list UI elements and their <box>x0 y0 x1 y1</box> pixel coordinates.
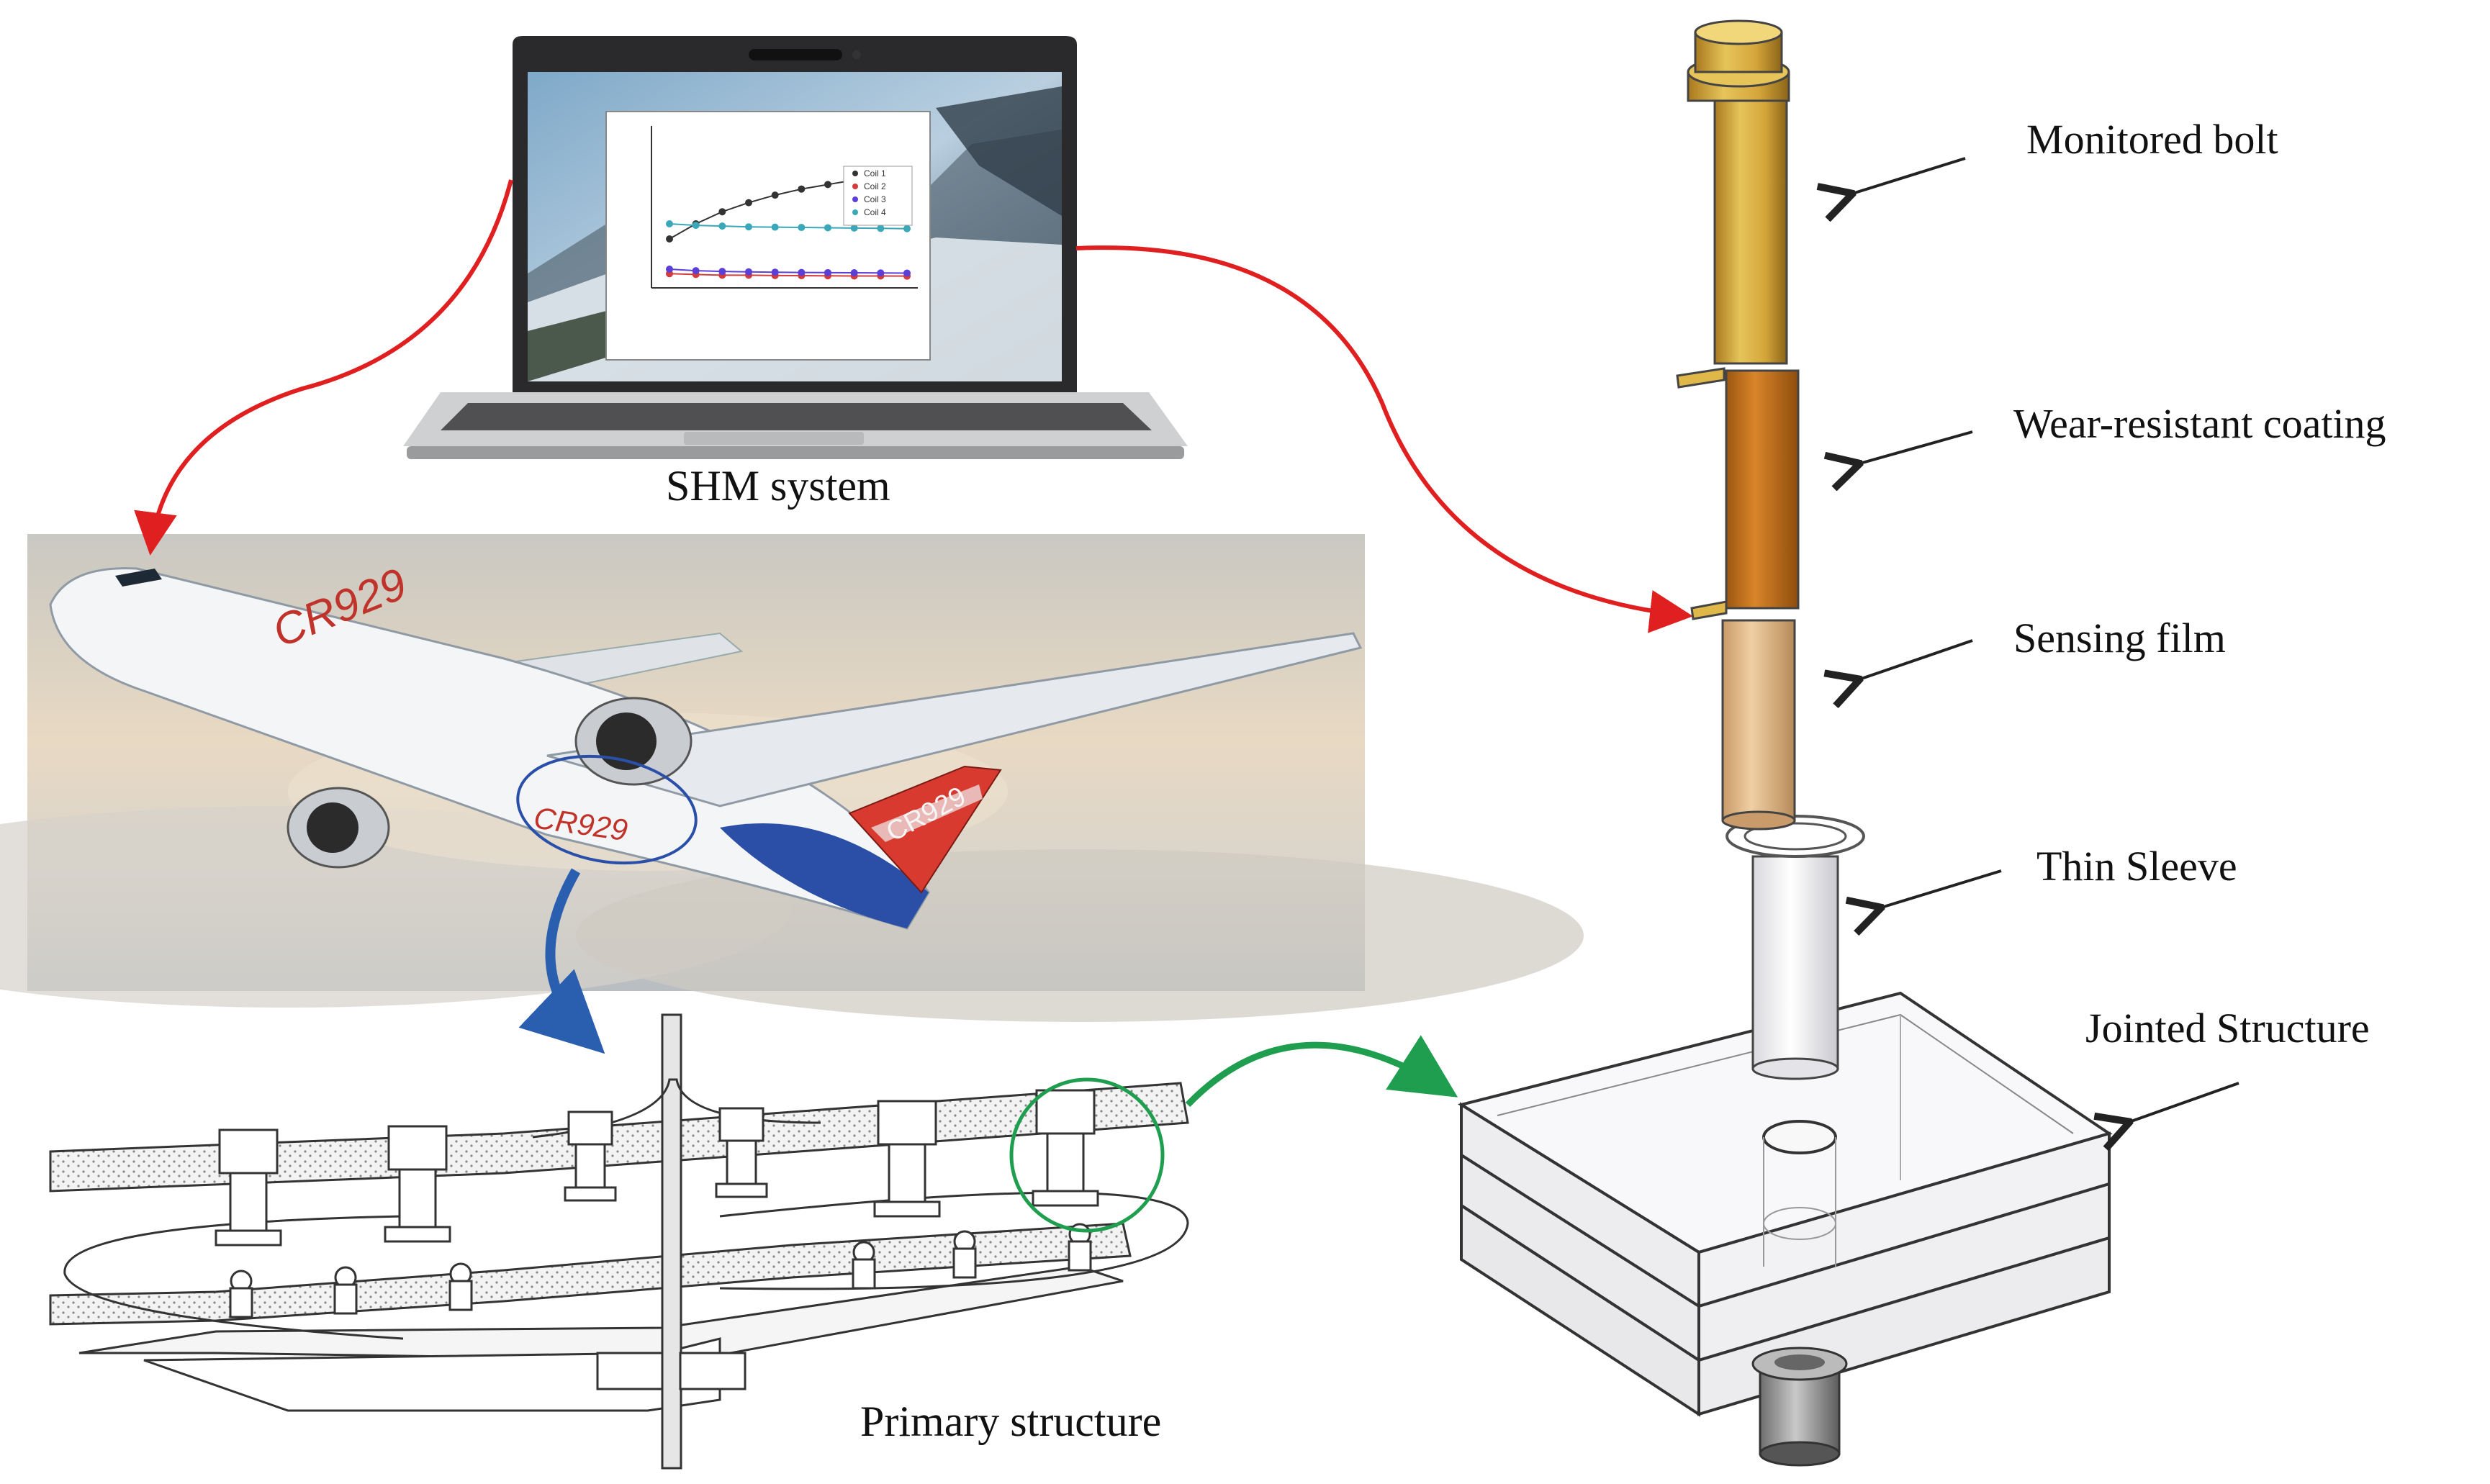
series-point-4-3 <box>718 222 726 230</box>
series-point-3-4 <box>745 268 752 276</box>
legend-label-4: Coil 4 <box>864 207 886 217</box>
series-point-4-5 <box>771 223 779 231</box>
primary-structure-caption: Primary structure <box>860 1398 1161 1445</box>
series-point-3-3 <box>718 268 726 276</box>
label-wear-resistant-coating: Wear-resistant coating <box>2013 400 2386 447</box>
series-point-4-4 <box>745 223 752 231</box>
legend-label-2: Coil 2 <box>864 181 886 191</box>
red-arrow-to-aircraft <box>134 179 513 556</box>
bolt-illustration <box>1676 19 1865 1080</box>
legend-marker-4 <box>852 209 858 215</box>
series-point-3-9 <box>877 269 885 277</box>
series-point-3-2 <box>692 267 700 275</box>
series-point-1-6 <box>798 185 806 193</box>
label-monitored-bolt: Monitored bolt <box>2026 116 2278 163</box>
series-point-4-7 <box>824 224 831 232</box>
screen-line-chart: Coil 1 Coil 2 Coil 3 Coil 4 <box>605 111 931 361</box>
series-point-1-1 <box>666 235 673 243</box>
label-jointed-structure: Jointed Structure <box>2085 1005 2370 1051</box>
nut-illustration <box>1751 1347 1848 1467</box>
series-point-3-7 <box>824 268 831 276</box>
series-point-3-8 <box>850 269 858 277</box>
legend-marker-3 <box>852 196 858 202</box>
series-point-4-2 <box>692 222 700 230</box>
label-thin-sleeve: Thin Sleeve <box>2036 843 2237 890</box>
wing-root-highlight <box>516 754 698 865</box>
wing-joint-illustration <box>49 1013 1189 1470</box>
series-line-4 <box>669 223 908 230</box>
legend-label-3: Coil 3 <box>864 194 886 204</box>
shm-system-caption: SHM system <box>666 462 890 510</box>
series-point-4-9 <box>877 225 885 232</box>
legend-label-1: Coil 1 <box>864 168 886 178</box>
pointer-sensing-film <box>1857 639 1973 680</box>
series-point-4-10 <box>903 225 911 232</box>
series-point-1-5 <box>771 191 779 199</box>
legend-marker-1 <box>852 171 858 176</box>
pointer-monitored-bolt <box>1850 157 1966 194</box>
blue-arrow-to-structure <box>518 868 605 1054</box>
series-point-3-5 <box>771 268 779 276</box>
series-point-1-7 <box>824 181 831 189</box>
airplane-illustration: CR929 CR929 CR929 <box>0 534 1584 1022</box>
series-line-3 <box>669 268 908 274</box>
series-point-1-3 <box>718 208 726 216</box>
bolt-highlight-circle <box>1009 1077 1165 1233</box>
series-point-3-1 <box>666 266 673 273</box>
pointer-sleeve <box>1879 869 2002 908</box>
legend-marker-2 <box>852 184 858 189</box>
pointer-coating <box>1857 430 1973 464</box>
series-point-3-10 <box>903 269 911 277</box>
series-point-1-4 <box>745 199 752 207</box>
series-point-4-1 <box>666 220 673 227</box>
series-point-3-6 <box>798 268 806 276</box>
chart-legend: Coil 1 Coil 2 Coil 3 Coil 4 <box>843 166 913 226</box>
red-arrow-to-sensing-film <box>1075 245 1693 633</box>
series-point-4-6 <box>798 224 806 232</box>
series-point-4-8 <box>850 224 858 232</box>
pointer-jointed <box>2127 1082 2239 1123</box>
green-arrow-to-joint <box>1185 1035 1458 1108</box>
label-sensing-film: Sensing film <box>2013 615 2226 661</box>
series-line-2 <box>669 273 908 277</box>
